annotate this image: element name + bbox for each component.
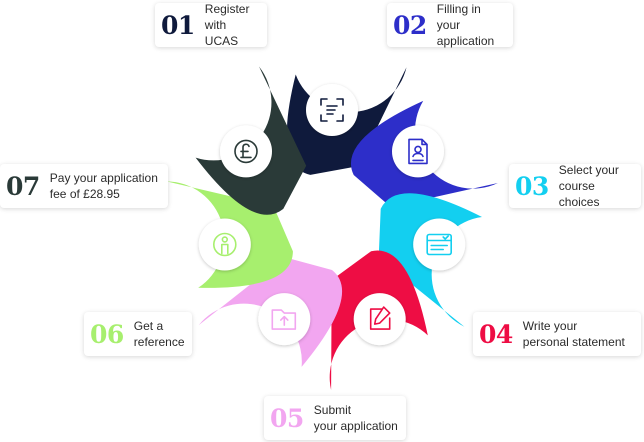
step-label-line-1: Filling in your: [436, 2, 481, 32]
icon-disc-step-06: [198, 218, 251, 271]
petal-step-05: [198, 257, 343, 367]
step-label: Register with UCAS: [205, 1, 259, 49]
step-label-line-1: Select your: [558, 163, 619, 177]
petal-step-04: [329, 250, 428, 390]
step-label-line-2: your application: [313, 419, 398, 433]
step-label: Select your course choices: [559, 162, 633, 210]
icon-disc-step-03: [413, 218, 466, 271]
step-label-line-1: Write your: [522, 319, 578, 333]
step-card-02: 02 Filling in your application: [387, 1, 513, 49]
step-label-line-2: fee of £28.95: [49, 187, 120, 201]
step-number: 06: [90, 319, 124, 349]
person-icon: [213, 232, 237, 257]
step-card-03: 03 Select your course choices: [509, 162, 641, 210]
step-card-04: 04 Write your personal statement: [473, 312, 641, 356]
step-label-line-2: reference: [133, 335, 185, 349]
step-card-07: 07 Pay your application fee of £28.95: [0, 164, 168, 208]
step-label: Get a reference: [134, 318, 185, 350]
folder-upload-icon: [271, 309, 297, 330]
edit-pencil-icon: [369, 306, 391, 330]
icon-disc-step-07: [220, 125, 272, 178]
step-number: 05: [270, 403, 304, 433]
step-card-01: 01 Register with UCAS: [155, 1, 267, 49]
step-number: 01: [161, 10, 195, 40]
step-number: 03: [515, 171, 549, 201]
step-number: 02: [393, 10, 427, 40]
step-label-line-1: Submit: [313, 403, 352, 417]
step-card-05: 05 Submit your application: [264, 396, 406, 440]
petal-step-07: [195, 66, 307, 215]
icon-disc-step-04: [353, 293, 406, 346]
step-label-line-2: with UCAS: [204, 18, 239, 48]
document-user-icon: [408, 138, 428, 165]
step-number: 07: [6, 171, 40, 201]
scan-text-icon: [320, 98, 344, 122]
step-card-06: 06 Get a reference: [84, 312, 192, 356]
icon-disc-step-01: [306, 84, 358, 136]
step-label-line-2: course choices: [558, 179, 600, 209]
step-label: Submit your application: [314, 402, 398, 434]
icon-disc-step-02: [392, 125, 444, 178]
pound-coin-icon: [234, 139, 258, 164]
icon-disc-step-05: [258, 293, 311, 346]
step-label-line-1: Register: [204, 2, 250, 16]
step-number: 04: [479, 319, 513, 349]
browser-window-icon: [426, 233, 453, 256]
step-label-line-1: Pay your application: [49, 171, 158, 185]
step-label-line-1: Get a: [133, 319, 164, 333]
petal-step-02: [350, 100, 498, 207]
step-label-line-2: application: [436, 34, 495, 48]
step-label-line-2: personal statement: [522, 335, 625, 349]
step-label: Write your personal statement: [523, 318, 625, 350]
step-label: Pay your application fee of £28.95: [50, 170, 158, 202]
step-label: Filling in your application: [437, 1, 505, 49]
